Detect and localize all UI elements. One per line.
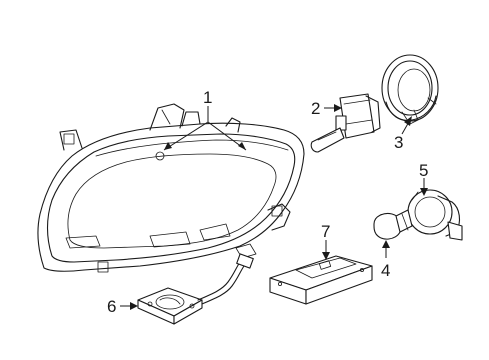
callout-3-leader: [401, 116, 412, 135]
callout-1-leader: [163, 106, 247, 151]
callout-2-label: 2: [311, 99, 320, 118]
callout-6-leader: [120, 302, 138, 310]
callout-2-leader: [324, 104, 342, 112]
bulb-socket: [407, 189, 463, 241]
callout-7-leader: [322, 240, 330, 260]
callout-6-label: 6: [107, 297, 116, 316]
callout-3-label: 3: [394, 133, 403, 152]
hid-bulb: [310, 93, 381, 153]
ballast-control-module: [269, 255, 373, 305]
callout-4-leader: [382, 240, 390, 258]
igniter-module: [137, 253, 254, 325]
callout-5-label: 5: [419, 161, 428, 180]
side-marker-bulb: [373, 209, 413, 240]
headlamp-assembly: [37, 103, 305, 273]
callout-7-label: 7: [321, 222, 330, 241]
callout-4-label: 4: [381, 261, 390, 280]
bulb-retaining-ring: [381, 54, 439, 125]
callout-5-leader: [420, 178, 428, 196]
callout-1-label: 1: [203, 88, 212, 107]
